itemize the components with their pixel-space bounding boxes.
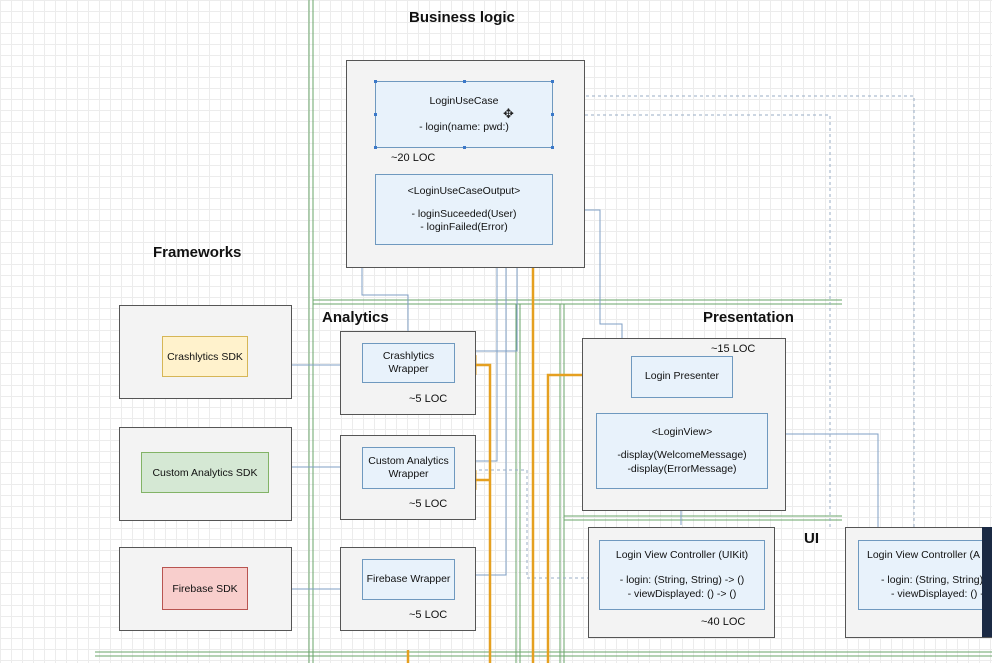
firebase-wrapper-box[interactable]: Firebase Wrapper <box>362 559 455 600</box>
login-view-protocol-box[interactable]: <LoginView> -display(WelcomeMessage) -di… <box>596 413 768 489</box>
uikit-vc-method-viewdisplayed: - viewDisplayed: () -> () <box>627 587 737 600</box>
frameworks-heading: Frameworks <box>153 244 242 261</box>
move-cursor-icon: ✥ <box>503 106 514 121</box>
custom-analytics-wrapper-box[interactable]: Custom Analytics Wrapper <box>362 447 455 489</box>
output-method-succeeded: - loginSuceeded(User) <box>411 207 517 220</box>
login-view-method-error: -display(ErrorMessage) <box>627 462 737 475</box>
selection-handle[interactable] <box>374 146 377 149</box>
custom-analytics-wrapper-loc: ~5 LOC <box>409 498 448 510</box>
login-presenter-box[interactable]: Login Presenter <box>631 356 733 398</box>
output-title: <LoginUseCaseOutput> <box>407 184 521 197</box>
login-view-method-welcome: -display(WelcomeMessage) <box>617 449 747 462</box>
login-use-case-method: - login(name: pwd:) <box>419 120 509 133</box>
selection-handle[interactable] <box>551 146 554 149</box>
crashlytics-sdk-box[interactable]: Crashlytics SDK <box>162 336 248 377</box>
selection-handle[interactable] <box>463 80 466 83</box>
firebase-wrapper-loc: ~5 LOC <box>409 609 448 621</box>
other-vc-title: Login View Controller (A <box>867 549 981 562</box>
login-use-case-title: LoginUseCase <box>429 95 499 108</box>
other-vc-method-login: - login: (String, String) <box>881 574 984 587</box>
uikit-vc-method-login: - login: (String, String) -> () <box>619 574 745 587</box>
dashed-connectors <box>473 92 915 582</box>
selection-handle[interactable] <box>374 80 377 83</box>
crashlytics-wrapper-line1: Crashlytics <box>382 349 435 362</box>
selection-handle[interactable] <box>551 80 554 83</box>
crashlytics-wrapper-line2: Wrapper <box>388 363 429 375</box>
custom-analytics-wrapper-line2: Wrapper <box>388 468 429 480</box>
ui-heading: UI <box>804 530 819 547</box>
presentation-loc: ~15 LOC <box>711 343 756 355</box>
selection-handle[interactable] <box>551 113 554 116</box>
layer-boundaries <box>95 0 992 663</box>
login-view-title: <LoginView> <box>651 426 713 439</box>
uikit-vc-title: Login View Controller (UIKit) <box>615 549 749 562</box>
crashlytics-wrapper-loc: ~5 LOC <box>409 393 448 405</box>
selection-handle[interactable] <box>374 113 377 116</box>
login-use-case-box[interactable]: LoginUseCase - login(name: pwd:) <box>375 81 553 148</box>
business-loc: ~20 LOC <box>391 152 436 164</box>
uikit-view-controller-box[interactable]: Login View Controller (UIKit) - login: (… <box>599 540 765 610</box>
analytics-heading: Analytics <box>322 309 389 326</box>
custom-analytics-sdk-box[interactable]: Custom Analytics SDK <box>141 452 269 493</box>
login-use-case-output-box[interactable]: <LoginUseCaseOutput> - loginSuceeded(Use… <box>375 174 553 245</box>
selection-handle[interactable] <box>463 146 466 149</box>
custom-analytics-wrapper-line1: Custom Analytics <box>368 454 449 467</box>
other-vc-method-viewdisplayed: - viewDisplayed: () - <box>891 587 984 600</box>
other-view-controller-box[interactable]: Login View Controller (A - login: (Strin… <box>858 540 992 610</box>
firebase-sdk-box[interactable]: Firebase SDK <box>162 567 248 610</box>
crashlytics-wrapper-box[interactable]: Crashlytics Wrapper <box>362 343 455 383</box>
presentation-heading: Presentation <box>703 309 794 326</box>
output-method-failed: - loginFailed(Error) <box>420 221 508 234</box>
uikit-vc-loc: ~40 LOC <box>701 616 746 628</box>
window-edge <box>982 527 992 637</box>
business-logic-heading: Business logic <box>409 9 515 26</box>
